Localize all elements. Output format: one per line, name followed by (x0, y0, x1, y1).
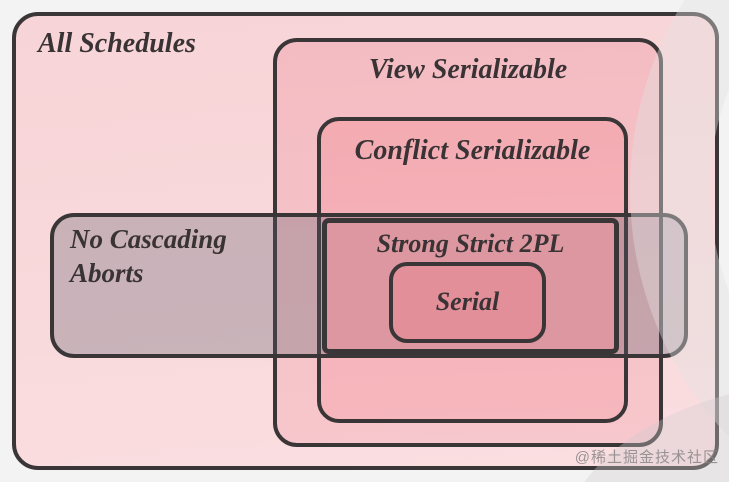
no-cascading-aborts-label: No Cascading Aborts (70, 224, 227, 288)
all-schedules-label: All Schedules (38, 28, 196, 59)
view-serializable-label: View Serializable (368, 54, 568, 85)
strong-strict-2pl-label: Strong Strict 2PL (376, 229, 565, 258)
region-serial: Serial (389, 262, 546, 343)
watermark-text: @稀土掘金技术社区 (574, 449, 719, 466)
conflict-serializable-label: Conflict Serializable (354, 135, 591, 166)
serial-label: Serial (435, 287, 500, 317)
